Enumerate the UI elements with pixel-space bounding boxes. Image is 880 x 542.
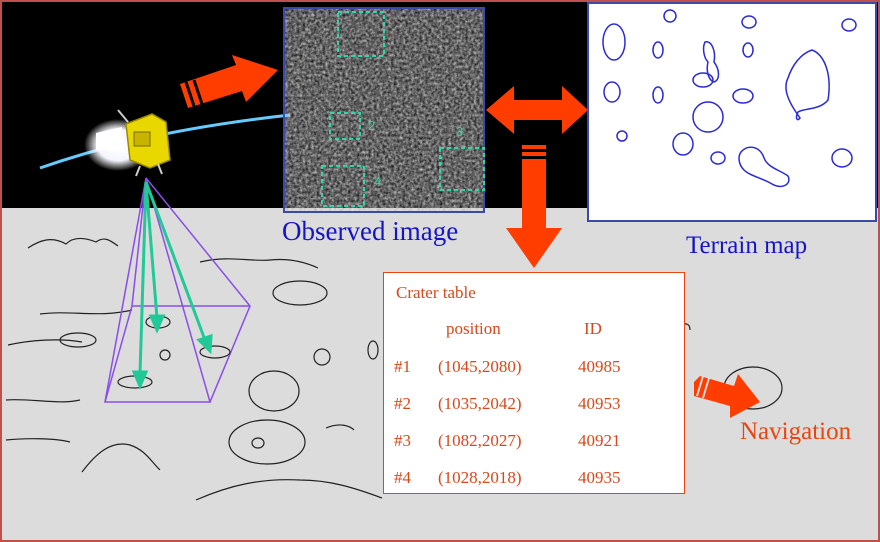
row-id: 40953 — [578, 394, 621, 413]
crater-box-3 — [439, 147, 485, 191]
observed-image-label: Observed image — [282, 216, 459, 246]
crater-table-title: Crater table — [396, 283, 476, 302]
crater-mark-2: 2 — [368, 118, 376, 133]
arrow-to-observed-icon — [180, 55, 278, 108]
navigation-label: Navigation — [740, 418, 852, 445]
position-header: position — [446, 319, 501, 338]
crater-table: Crater table position ID #1 (1045,2080) … — [383, 272, 685, 494]
crater-mark-3: 3 — [456, 124, 464, 139]
terrain-map-panel — [587, 2, 877, 222]
navigation-arrow-stripes — [696, 375, 710, 399]
arrow-to-navigation-icon — [694, 374, 760, 418]
down-arrow-icon — [506, 159, 562, 268]
surface-features — [5, 237, 783, 501]
row-number: #2 — [394, 394, 411, 413]
terrain-map-label: Terrain map — [686, 232, 808, 259]
crater-box-1 — [337, 11, 385, 57]
observed-image-panel — [283, 7, 485, 213]
table-row: #3 (1082,2027) 40921 — [384, 431, 684, 453]
double-arrow-icon — [486, 86, 588, 134]
row-number: #3 — [394, 431, 411, 450]
table-row: #2 (1035,2042) 40953 — [384, 394, 684, 416]
row-number: #1 — [394, 357, 411, 376]
crater-box-2 — [329, 112, 361, 140]
row-position: (1035,2042) — [438, 394, 522, 413]
crater-mark-4: 4 — [374, 174, 382, 189]
observed-arrow-stripes — [184, 79, 204, 107]
row-id: 40935 — [578, 468, 621, 487]
spacecraft-icon — [84, 109, 171, 177]
row-number: #4 — [394, 468, 411, 487]
row-position: (1082,2027) — [438, 431, 522, 450]
row-position: (1028,2018) — [438, 468, 522, 487]
flow-arrows — [180, 55, 760, 418]
down-arrow-stripe — [522, 152, 546, 156]
row-position: (1045,2080) — [438, 357, 522, 376]
table-row: #1 (1045,2080) 40985 — [384, 357, 684, 379]
row-id: 40985 — [578, 357, 621, 376]
target-crater — [199, 345, 231, 359]
crater-box-4 — [321, 165, 365, 207]
id-header: ID — [584, 319, 602, 338]
down-arrow-stripe — [522, 145, 546, 149]
row-id: 40921 — [578, 431, 621, 450]
sight-arrows — [131, 181, 213, 390]
table-row: #4 (1028,2018) 40935 — [384, 468, 684, 490]
